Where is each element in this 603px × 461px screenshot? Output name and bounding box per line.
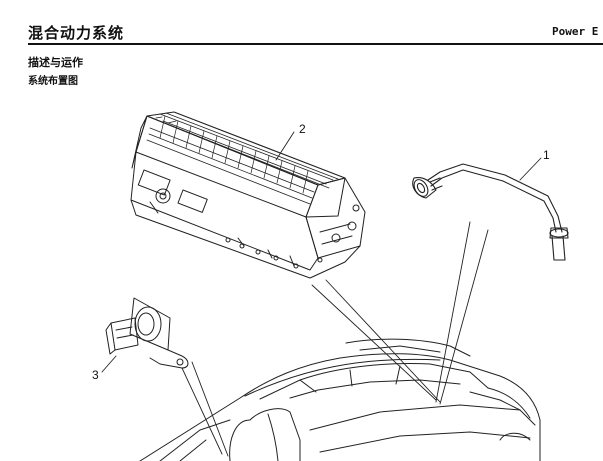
location-pointer-lines [181, 221, 489, 457]
vent-hose-illustration [412, 163, 569, 261]
header-right-text: Power E [552, 25, 599, 38]
car-outline-illustration [139, 338, 541, 461]
battery-pack-illustration [130, 111, 366, 279]
callout-label-1: 1 [543, 148, 550, 162]
header-divider [28, 43, 603, 45]
section-subtitle: 系统布置图 [28, 76, 78, 87]
callout-label-3: 3 [92, 368, 99, 382]
section-title: 描述与运作 [28, 56, 83, 69]
sensor-bracket-illustration [105, 297, 189, 369]
callout-leaders [101, 131, 542, 373]
callout-label-2: 2 [299, 122, 306, 136]
page-title: 混合动力系统 [28, 24, 125, 42]
